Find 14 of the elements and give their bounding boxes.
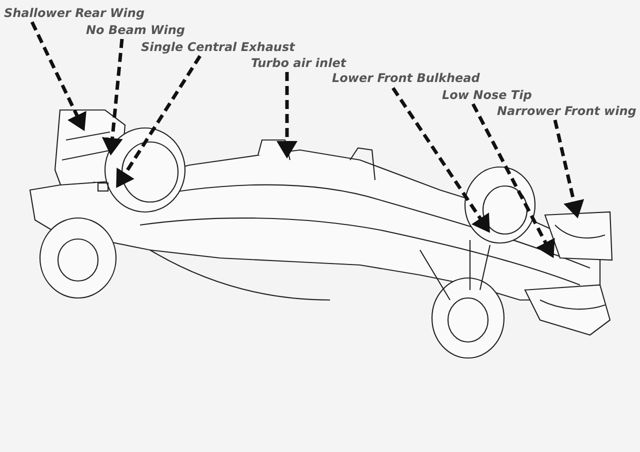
leader-arrow xyxy=(30,21,86,132)
callout-label: Shallower Rear Wing xyxy=(4,6,145,20)
callout-label: Turbo air inlet xyxy=(251,56,346,70)
leader-arrow xyxy=(102,38,124,156)
leader-arrow xyxy=(471,103,555,258)
leader-arrow xyxy=(553,120,584,218)
leader-arrow xyxy=(392,87,490,233)
leader-arrow xyxy=(276,72,298,158)
callout-label: Narrower Front wing xyxy=(497,104,636,118)
callout-label: No Beam Wing xyxy=(86,23,186,37)
callout-label: Single Central Exhaust xyxy=(141,40,295,54)
callout-label: Lower Front Bulkhead xyxy=(332,71,480,85)
callout-label: Low Nose Tip xyxy=(442,88,532,102)
leader-arrow xyxy=(116,55,202,188)
